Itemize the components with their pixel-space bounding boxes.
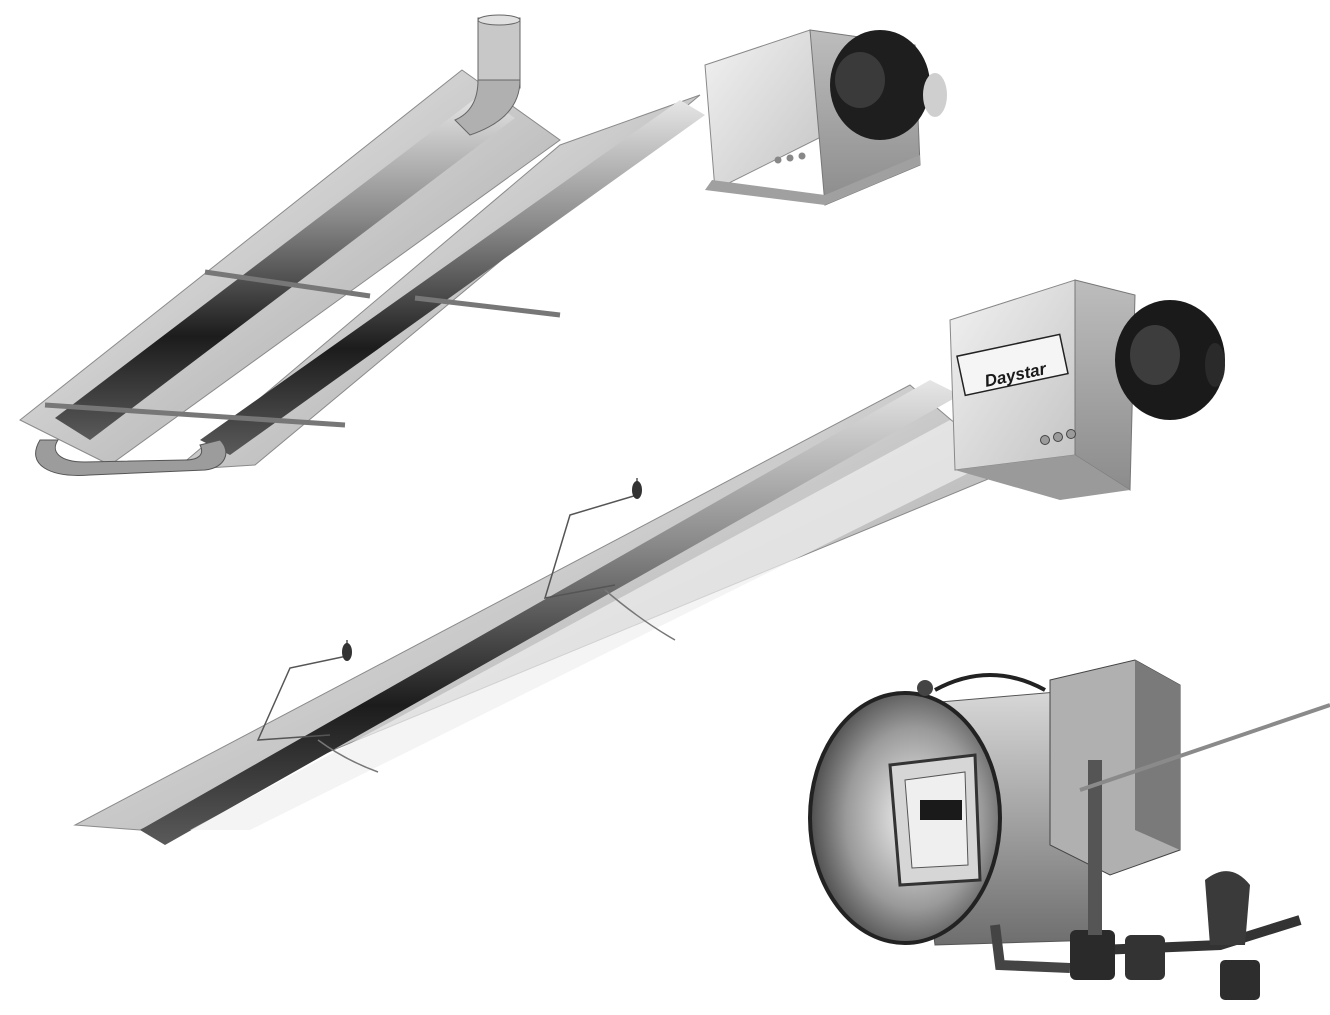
burner-assembly <box>808 659 1330 1000</box>
gas-pipe <box>990 924 1071 973</box>
hanger-bar <box>204 269 371 299</box>
hanger-bar <box>414 295 561 318</box>
flue-pipe <box>477 17 521 89</box>
flue-elbow <box>454 79 521 136</box>
hanger-bar <box>44 402 346 428</box>
indicator-light <box>1066 429 1076 439</box>
indicator-light <box>1040 435 1050 445</box>
indicator-light <box>1053 432 1063 442</box>
left-tube <box>55 95 515 440</box>
main-tube <box>140 380 960 845</box>
u-tube-heater <box>19 14 705 476</box>
gas-valve <box>1070 930 1115 980</box>
upper-burner-box <box>704 29 947 206</box>
u-bend-tube <box>35 439 227 476</box>
brand-label-plate <box>956 333 1069 397</box>
pressure-regulator <box>1205 871 1250 945</box>
straight-tube-heater: Daystar <box>73 279 1225 845</box>
igniter-rod <box>1079 703 1330 792</box>
right-tube <box>200 100 705 455</box>
gas-valve <box>1125 935 1165 980</box>
